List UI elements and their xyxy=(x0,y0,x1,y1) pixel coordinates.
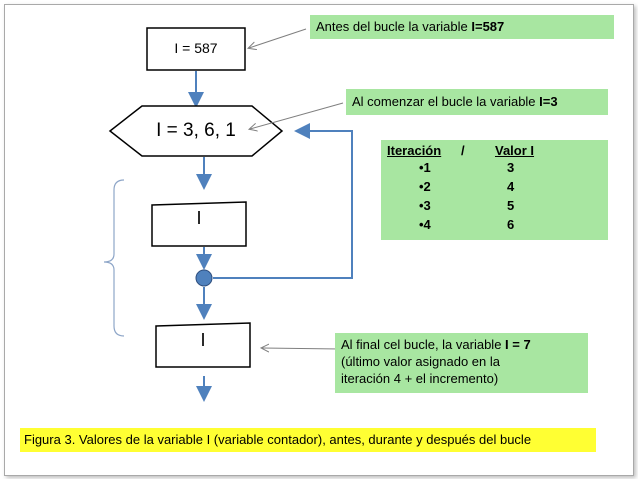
loop-hexagon-label: I = 3, 6, 1 xyxy=(156,120,236,141)
output-shape-1 xyxy=(151,201,247,247)
pointer-before xyxy=(249,28,307,48)
note-loop-end: Al final cel bucle, la variable I = 7 (ú… xyxy=(335,333,588,393)
header-iteration: Iteración xyxy=(387,143,442,158)
note-end-line2: (último valor asignado en la xyxy=(341,354,500,369)
table-row: •1 3 xyxy=(387,158,602,177)
note-end-text: Al final cel bucle, la variable xyxy=(341,337,506,352)
note-before-loop: Antes del bucle la variable I=587 xyxy=(310,15,614,39)
iteration-table-header: Iteración / Valor I xyxy=(387,143,602,158)
row-value: 6 xyxy=(507,217,515,232)
note-start-value: I=3 xyxy=(539,94,558,109)
row-iter: •3 xyxy=(419,198,431,213)
loop-body-brace xyxy=(103,179,125,337)
table-row: •4 6 xyxy=(387,215,602,234)
note-start-text: Al comenzar el bucle la variable xyxy=(352,94,540,109)
note-loop-start: Al comenzar el bucle la variable I=3 xyxy=(346,89,608,115)
output-1-label: I xyxy=(196,208,202,228)
header-value: Valor I xyxy=(495,143,535,158)
header-separator: / xyxy=(461,143,465,158)
pointer-start xyxy=(250,102,344,129)
note-before-value: I=587 xyxy=(471,19,505,34)
row-value: 3 xyxy=(507,160,515,175)
output-2-label: I xyxy=(200,330,206,350)
pointer-end xyxy=(262,348,341,349)
row-iter: •2 xyxy=(419,179,431,194)
loop-hexagon xyxy=(108,105,284,157)
figure-caption: Figura 3. Valores de la variable I (vari… xyxy=(20,428,596,452)
note-before-text: Antes del bucle la variable xyxy=(316,19,472,34)
table-row: •3 5 xyxy=(387,196,602,215)
loop-back-line xyxy=(213,123,353,279)
row-value: 5 xyxy=(507,198,515,213)
row-iter: •4 xyxy=(419,217,431,232)
init-box-label: I = 587 xyxy=(174,40,218,56)
row-iter: •1 xyxy=(419,160,431,175)
figure-frame xyxy=(4,4,634,476)
note-end-line3: iteración 4 + el incremento) xyxy=(341,371,499,386)
connector-circle xyxy=(195,269,213,287)
output-shape-2 xyxy=(155,322,251,368)
row-value: 4 xyxy=(507,179,515,194)
table-row: •2 4 xyxy=(387,177,602,196)
init-box xyxy=(146,27,246,71)
iteration-table: Iteración / Valor I •1 3 •2 4 •3 5 •4 6 xyxy=(381,140,608,240)
note-end-value: I = 7 xyxy=(505,337,531,352)
